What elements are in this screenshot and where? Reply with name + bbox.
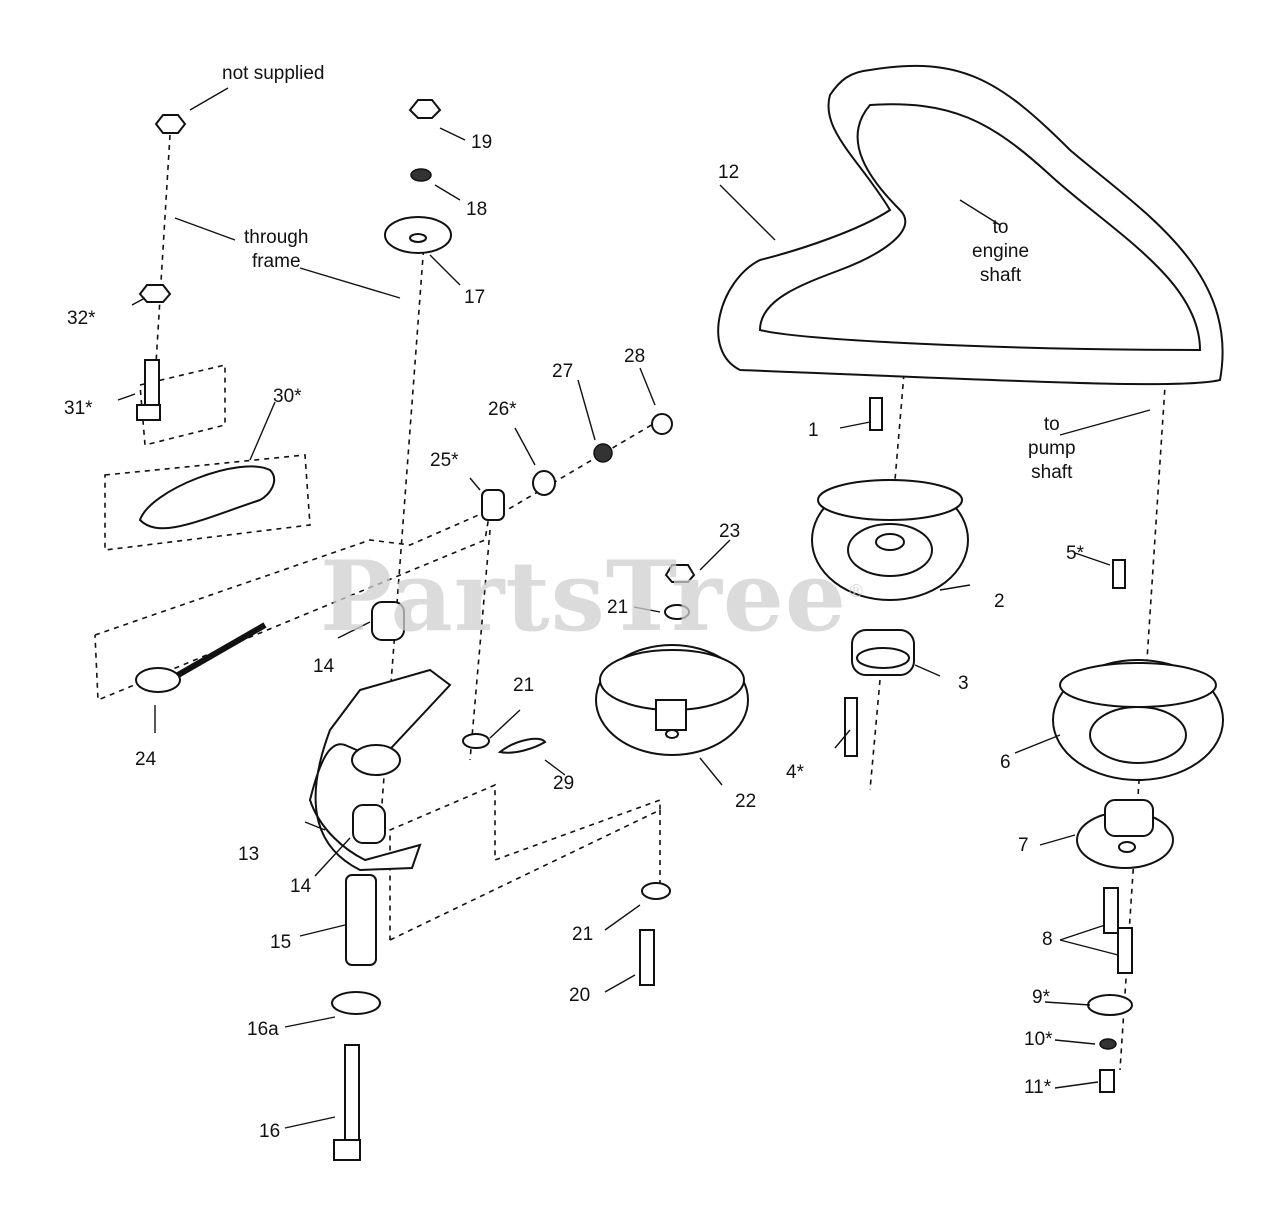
engine-pulley-2-bore [875, 533, 905, 551]
pump-pulley-6-groove [1059, 662, 1217, 708]
bolt-16-head [333, 1139, 361, 1161]
leader-lines [117, 87, 1151, 1129]
callout-19: 19 [471, 132, 493, 153]
callout-22: 22 [735, 791, 757, 812]
bushing-26 [532, 470, 556, 496]
callout-4: 4* [786, 762, 804, 783]
callout-18: 18 [466, 199, 488, 220]
lockwasher-18 [410, 168, 432, 182]
drive-belt-12 [717, 64, 1224, 386]
bolt-31 [144, 359, 160, 411]
hub-7-boss [1104, 799, 1154, 837]
callout-17: 17 [464, 287, 486, 308]
callout-24: 24 [135, 749, 157, 770]
idler-arm-13-boss [351, 744, 401, 776]
watermark: PartsTree® [320, 540, 866, 653]
note-not-supplied: not supplied [222, 63, 325, 84]
bolt-31-head [136, 404, 161, 421]
note-to-engine-shaft: to engine shaft [972, 217, 1030, 286]
eyebolt-outline [94, 508, 492, 702]
callout-29: 29 [553, 773, 575, 794]
washer-21-lower [641, 882, 671, 900]
callout-2: 2 [994, 591, 1005, 612]
callout-9: 9* [1032, 987, 1050, 1008]
callout-13: 13 [238, 844, 260, 865]
callout-14a: 14 [313, 656, 335, 677]
callout-32: 32* [67, 308, 96, 329]
lockwasher-10 [1099, 1038, 1117, 1050]
clip-29 [497, 737, 547, 754]
callout-21b: 21 [513, 675, 535, 696]
idler-pulley-22-bore [665, 729, 679, 739]
spring-30 [138, 465, 276, 530]
nut-27 [593, 443, 613, 463]
key-1 [869, 397, 883, 431]
callout-28: 28 [624, 346, 646, 367]
idler-pulley-22-hub [655, 699, 687, 731]
key-4 [844, 697, 858, 757]
washer-9 [1087, 994, 1133, 1016]
callout-15: 15 [270, 932, 292, 953]
callout-7: 7 [1018, 835, 1029, 856]
eyebolt-24-eye [135, 667, 181, 693]
callout-3: 3 [958, 673, 969, 694]
hub-7-bore [1118, 841, 1136, 853]
callout-11: 11* [1024, 1077, 1052, 1098]
callout-16a: 16a [247, 1019, 279, 1040]
axis-4 [869, 679, 881, 791]
bushing-14-upper [371, 601, 405, 641]
callout-8: 8 [1042, 929, 1053, 950]
nut-28 [651, 413, 673, 435]
idler-arm-13 [308, 668, 452, 872]
nut-23 [664, 564, 696, 583]
bolt-20 [639, 929, 655, 986]
nut-19 [408, 99, 442, 119]
eyebolt-24-shaft [176, 622, 267, 678]
callout-10: 10* [1024, 1029, 1053, 1050]
washer-16a [331, 991, 381, 1015]
note-through-frame: through frame [244, 227, 309, 272]
axis-25 [469, 529, 491, 761]
spring-outline [104, 454, 311, 551]
callout-5: 5* [1066, 543, 1084, 564]
axis-26-28 [489, 419, 661, 521]
washer-21-left [462, 733, 490, 749]
bolt-16 [344, 1044, 360, 1141]
key-5 [1112, 559, 1126, 589]
callout-20: 20 [569, 985, 591, 1006]
callout-1: 1 [808, 420, 819, 441]
washer-21-upper [664, 604, 690, 620]
nut-32 [138, 284, 172, 303]
callout-23: 23 [719, 521, 741, 542]
note-to-pump-shaft: to pump shaft [1028, 414, 1076, 483]
nut-not-supplied [154, 114, 187, 134]
callout-30: 30* [273, 386, 302, 407]
spacer-15 [345, 874, 377, 966]
bracket-outline [389, 783, 661, 941]
callout-6: 6 [1000, 752, 1011, 773]
callout-25: 25* [430, 450, 459, 471]
callout-27: 27 [552, 361, 574, 382]
callout-12: 12 [718, 162, 740, 183]
axis-left [154, 134, 171, 381]
callout-14b: 14 [290, 876, 312, 897]
callout-21a: 21 [607, 597, 629, 618]
drive-belt-12-inner [758, 103, 1202, 352]
pump-pulley-6-hub [1089, 706, 1187, 764]
callout-26: 26* [488, 399, 517, 420]
bolt-8a [1103, 887, 1119, 934]
engine-pulley-2-groove [817, 479, 963, 521]
bolt-8b [1117, 927, 1133, 974]
callout-21c: 21 [572, 924, 594, 945]
callout-31: 31* [64, 398, 93, 419]
washer-17-hole [409, 233, 427, 243]
bushing-14-lower [352, 804, 386, 844]
pivot-25 [481, 489, 505, 521]
callout-16: 16 [259, 1121, 281, 1142]
bolt-11 [1099, 1069, 1115, 1093]
spacer-3-bore [856, 647, 910, 669]
